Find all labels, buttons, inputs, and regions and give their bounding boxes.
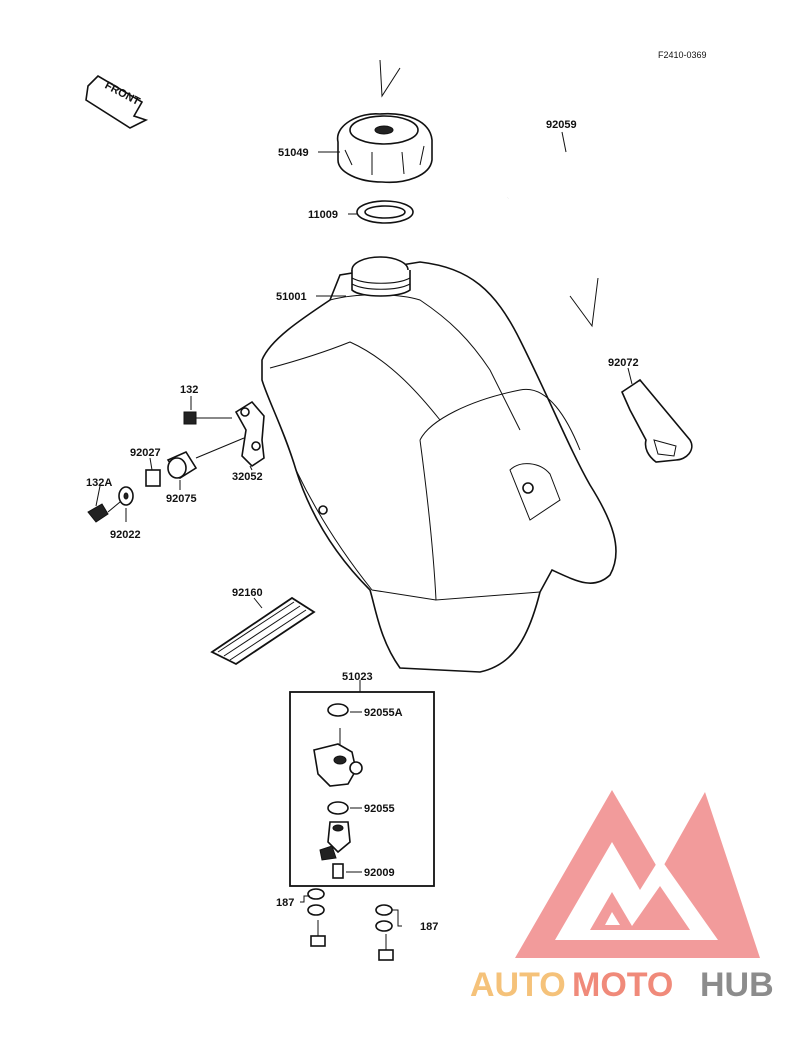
washer-bolt-132a [87,486,134,523]
label-92009: 92009 [364,867,395,879]
label-32052: 32052 [232,471,263,483]
direction-mark-hose [569,277,599,328]
label-132a: 132A [86,477,112,489]
fuel-tap-assembly-box [289,691,435,887]
label-187-left: 187 [276,897,294,909]
mount-bracket [234,400,265,468]
direction-mark-top [379,59,401,98]
label-92072: 92072 [608,357,639,369]
o-ring-92055 [327,801,349,815]
label-92027: 92027 [130,447,161,459]
breather-hose [506,114,708,263]
watermark-part-hub: HUB [700,966,774,1004]
fastener-set-187-right [375,904,394,961]
front-arrow: FRONT [85,74,149,129]
watermark-part-auto: AUTO [470,966,566,1004]
tank-strap [620,378,693,463]
label-92059: 92059 [546,119,577,131]
tank-pad [210,596,316,666]
label-51049: 51049 [278,147,309,159]
label-92160: 92160 [232,587,263,599]
fuel-filter [319,821,351,861]
bolt-132 [183,411,232,425]
label-132: 132 [180,384,198,396]
label-92055: 92055 [364,803,395,815]
leader-lines [95,131,633,927]
watermark-logo [515,790,760,958]
o-ring-92055a [327,703,349,717]
label-187-right: 187 [420,921,438,933]
label-51023: 51023 [342,671,373,683]
fastener-set-187-left [307,888,326,947]
cap-gasket [356,200,414,224]
screw-92009 [332,863,344,879]
label-51001: 51001 [276,291,307,303]
label-92055a: 92055A [364,707,403,719]
fuel-cap [336,112,433,184]
watermark-text: AUTO MOTO HUB [470,966,774,1004]
watermark-part-moto: MOTO [572,966,673,1004]
label-92075: 92075 [166,493,197,505]
label-92022: 92022 [110,529,141,541]
fuel-tap-body [313,728,363,787]
fuel-tank [261,256,617,673]
label-11009: 11009 [308,209,338,221]
damper-collar-set [145,437,245,487]
figure-code: F2410-0369 [658,50,707,60]
